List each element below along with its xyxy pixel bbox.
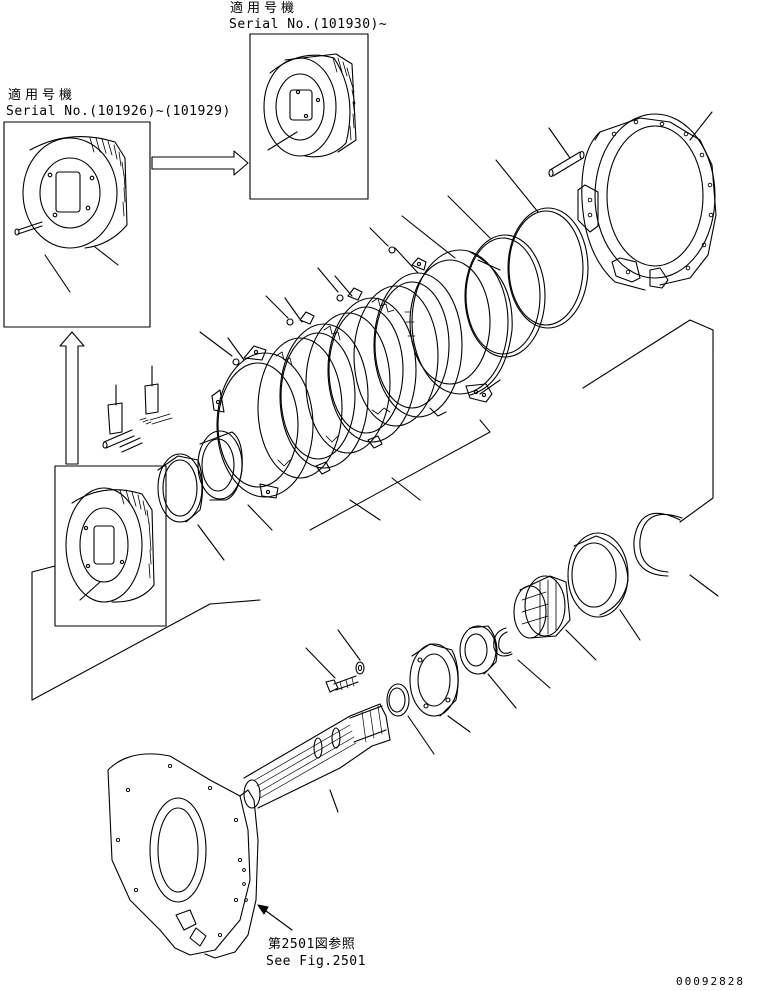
washer — [338, 630, 364, 674]
o-ring-large-outer — [496, 160, 588, 328]
snap-ring-large — [634, 513, 718, 596]
see-fig-arrow — [258, 905, 292, 930]
gear-bottom-inset — [66, 488, 154, 602]
top-applicable-label-jp: 適用号機 — [230, 1, 299, 16]
arrow-to-left-inset — [60, 332, 84, 464]
housing-cover — [578, 112, 716, 290]
pins-set — [103, 366, 172, 452]
output-shaft — [244, 704, 390, 812]
snap-ring-small — [494, 628, 550, 688]
left-applicable-label-jp: 適用号機 — [8, 88, 77, 103]
clutch-pack — [200, 228, 490, 530]
callout-bracket-right — [583, 320, 713, 522]
see-fig-label-jp: 第2501図参照 — [268, 937, 356, 952]
gear-left-inset — [15, 137, 127, 292]
inset-box-left — [4, 122, 150, 327]
gear-top-inset — [264, 54, 356, 157]
see-fig-label-en: See Fig.2501 — [266, 954, 366, 969]
inset-box-bottom — [55, 466, 166, 626]
o-ring-large-inner — [448, 196, 545, 357]
shaft-snap-ring — [387, 684, 434, 754]
retainer-plate — [410, 644, 470, 732]
top-serial-label: Serial No.(101930)~ — [229, 17, 388, 32]
inset-box-top — [250, 34, 368, 199]
piston — [402, 216, 512, 402]
seal-ring — [158, 454, 224, 560]
dowel-pin — [549, 128, 584, 177]
arrow-to-top-inset — [152, 151, 248, 175]
callout-bracket-left — [32, 566, 55, 700]
callout-line-left-shaft — [32, 600, 260, 700]
bolt — [306, 648, 358, 692]
roller-bearing — [514, 576, 596, 660]
ball-bearing — [460, 626, 516, 708]
left-serial-label: Serial No.(101926)~(101929) — [6, 104, 231, 119]
drawing-number: 00092828 — [676, 975, 745, 988]
rear-cover — [108, 754, 258, 958]
bearing-race — [568, 533, 640, 640]
bearing-cup — [198, 431, 272, 530]
